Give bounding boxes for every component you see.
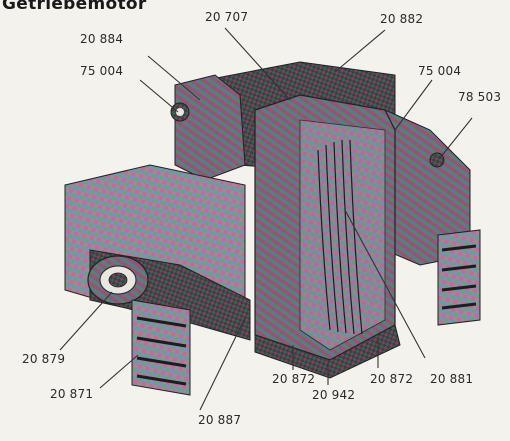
leader-lines xyxy=(59,27,473,411)
callout-20872-right: 20 872 xyxy=(370,372,414,386)
callout-20707: 20 707 xyxy=(205,10,249,24)
leader-20882 xyxy=(334,29,386,73)
callout-75004-left: 75 004 xyxy=(80,64,124,78)
leader-20871 xyxy=(99,354,139,389)
leader-75004-left xyxy=(139,79,179,113)
callout-20884: 20 884 xyxy=(80,32,124,46)
leader-78503 xyxy=(439,117,473,159)
callout-20887: 20 887 xyxy=(198,413,242,427)
leader-20887 xyxy=(199,317,246,411)
motor-body xyxy=(64,61,471,379)
callout-20882: 20 882 xyxy=(380,12,424,26)
callout-20881: 20 881 xyxy=(430,372,474,386)
callout-20872-left: 20 872 xyxy=(272,372,316,386)
leader-75004-right xyxy=(394,79,433,131)
right-ladder xyxy=(437,229,481,326)
callout-20879: 20 879 xyxy=(22,352,66,366)
leader-20881 xyxy=(344,209,426,359)
callout-20871: 20 871 xyxy=(50,387,94,401)
callout-78503: 78 503 xyxy=(458,90,502,104)
diagram-title: Getriebemotor xyxy=(2,0,147,14)
leader-20884 xyxy=(147,55,201,101)
leader-20707 xyxy=(224,27,291,101)
callout-20942: 20 942 xyxy=(312,388,356,402)
leader-20879 xyxy=(59,291,113,351)
callout-75004-right: 75 004 xyxy=(418,64,462,78)
left-ladder xyxy=(131,299,191,396)
cooling-fins xyxy=(317,139,363,335)
